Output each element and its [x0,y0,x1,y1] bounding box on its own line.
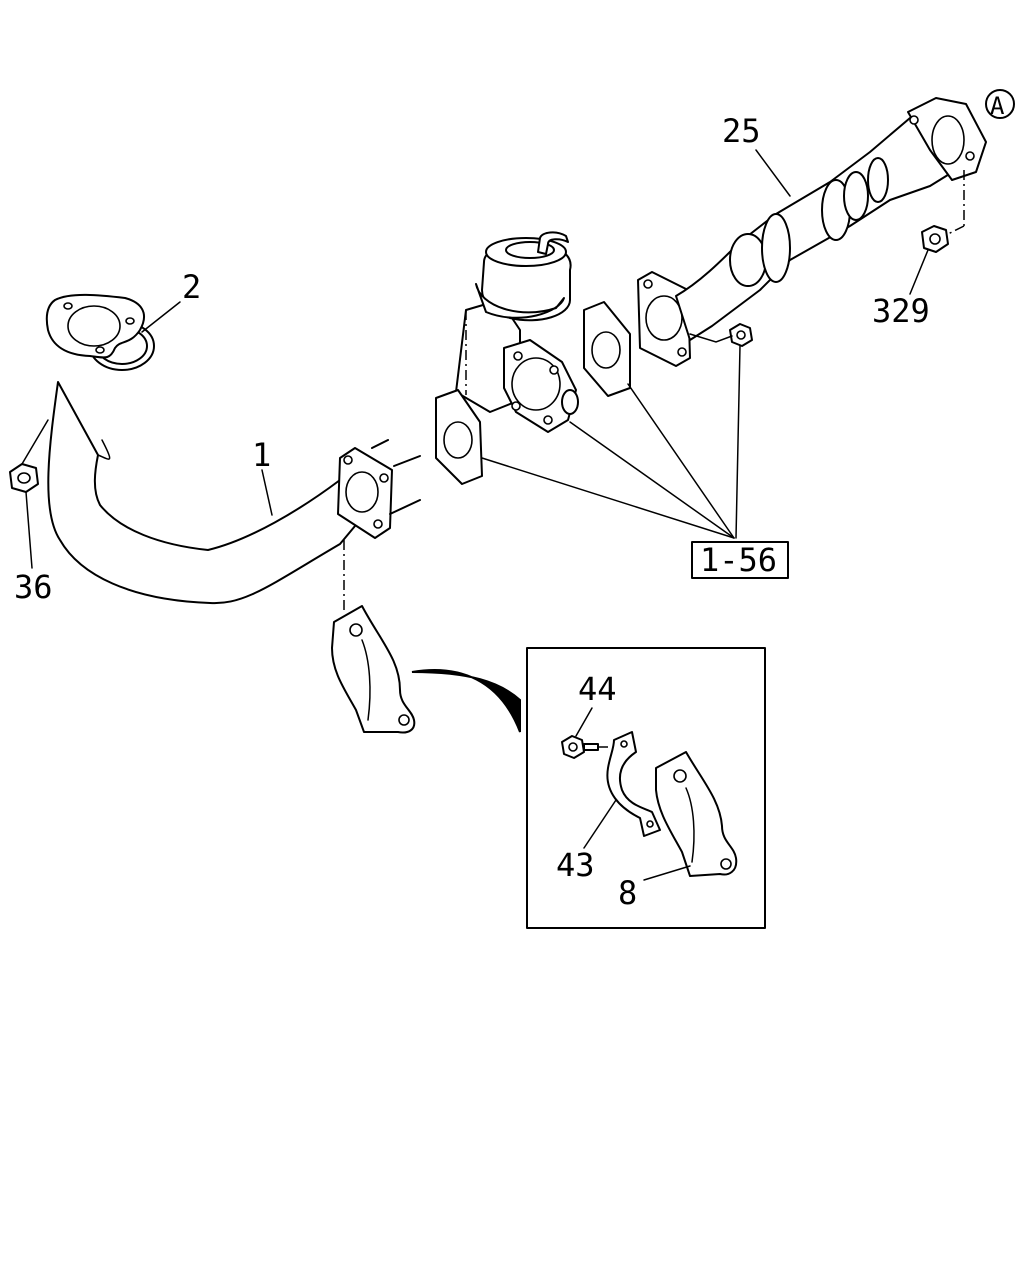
callout-1: 1 [252,436,271,474]
leader-329 [909,249,929,295]
leader-1 [261,469,273,516]
flange-nut-36 [9,463,39,493]
detail-inset [526,647,766,929]
detail-arrow [411,669,521,733]
egr-valve-assembly [455,231,579,433]
leader-25 [755,149,791,197]
leader-2 [141,301,181,333]
leader-43 [583,799,617,849]
callout-2: 2 [182,268,201,306]
view-marker-circle [985,89,1015,119]
centerline-329b [943,225,965,237]
leader-156-c [627,383,735,539]
ref-box-label: 1-56 [700,541,777,579]
ref-box [691,541,789,579]
leader-36-label [25,491,33,569]
leader-156-b [569,421,735,539]
flange-nut-329 [921,225,949,253]
callout-8: 8 [618,874,637,912]
leader-156-a [481,457,735,539]
leader-36 [21,419,49,465]
catalytic-converter-pipe [637,97,987,367]
callout-44: 44 [578,670,617,708]
gasket-upper [583,301,631,397]
view-marker-label: A [990,92,1005,120]
pipe-bracket [331,605,416,734]
callout-36: 36 [14,568,53,606]
front-exhaust-pipe [45,293,421,605]
gasket-lower [435,389,483,485]
callout-329: 329 [872,292,930,330]
bracket-8 [655,751,738,877]
flange-nut-156 [729,323,753,347]
callout-43: 43 [556,846,595,884]
callout-25: 25 [722,112,761,150]
leader-nut [689,333,733,343]
leader-8 [643,865,691,881]
leader-44 [575,707,593,737]
bolt-44 [561,735,612,759]
leader-156-d [735,345,741,539]
clamp-43 [606,731,661,837]
